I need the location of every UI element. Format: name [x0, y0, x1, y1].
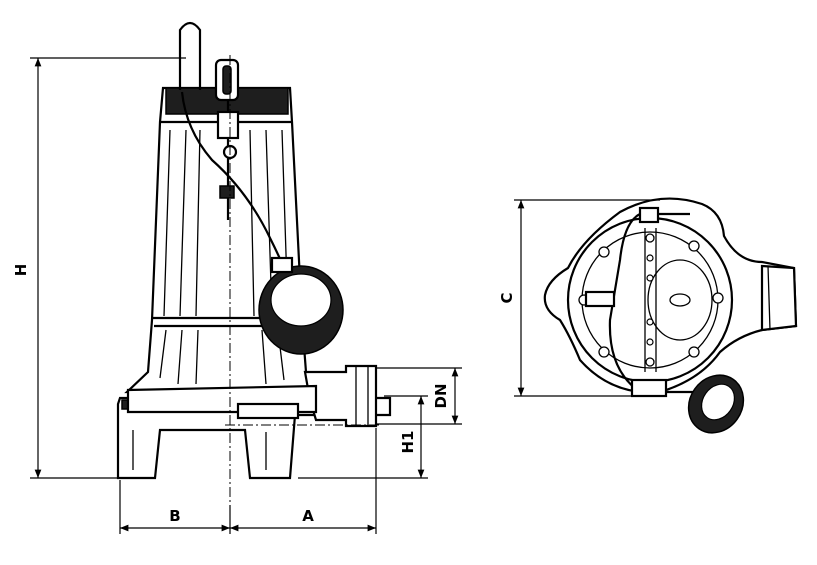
dimension-h-label: H [12, 264, 30, 277]
dimension-h1: H1 [298, 395, 428, 479]
dimension-a-label: A [302, 507, 314, 525]
dimension-h1-label: H1 [399, 431, 417, 454]
pump-top-view [543, 197, 798, 434]
dimension-a: A [230, 428, 377, 534]
dimension-b: B [119, 480, 231, 534]
dimension-h: H [12, 57, 186, 479]
dimension-dn-label: DN [432, 383, 450, 408]
dimension-c: C [498, 199, 660, 397]
pump-side-view [116, 21, 392, 505]
dimension-c-label: C [498, 292, 516, 303]
dimension-b-label: B [169, 507, 180, 525]
